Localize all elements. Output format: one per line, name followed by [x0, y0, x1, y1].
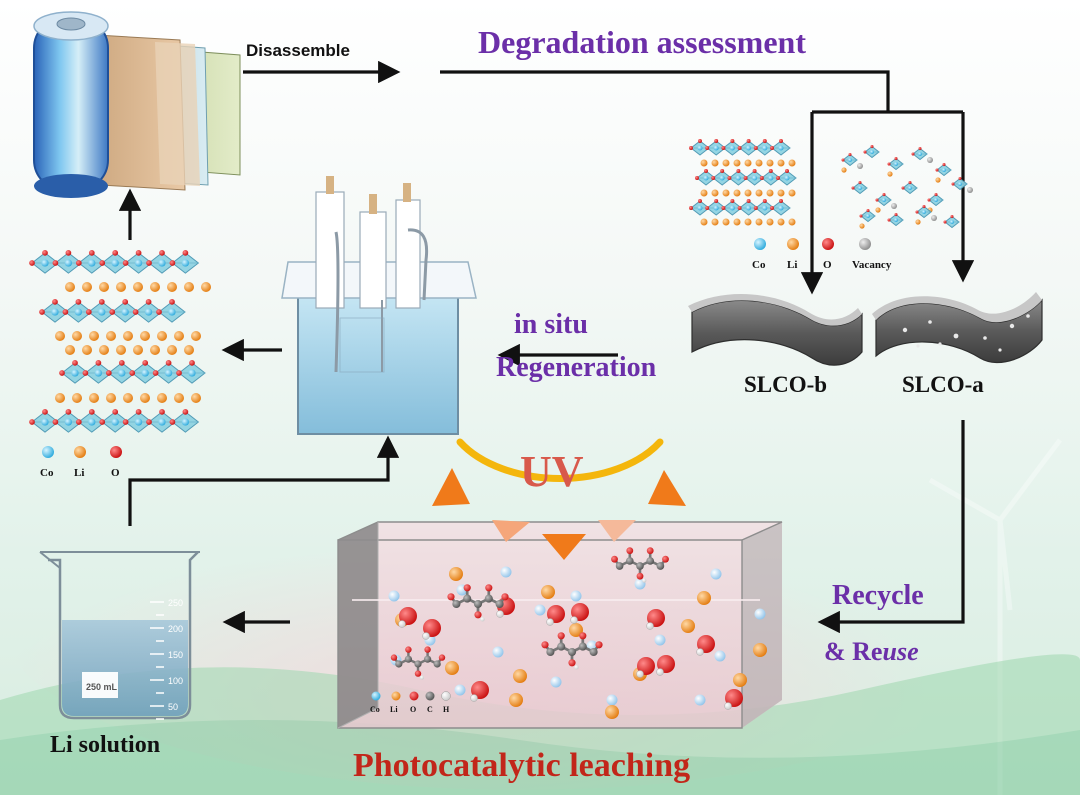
legend-li: Li — [74, 467, 84, 479]
uv-ray-icon — [432, 468, 470, 506]
legend-structure: Co Li O — [40, 446, 122, 479]
legend-leach-co: Co — [370, 705, 380, 714]
slco-a-sheet — [872, 292, 1043, 364]
degradation-title: Degradation assessment — [478, 24, 806, 60]
beaker-to-tank-arrow — [128, 435, 400, 526]
beaker-tick-label: 250 — [168, 598, 183, 608]
in-situ-label: in situ — [514, 309, 588, 340]
beaker-tick-label: 100 — [168, 676, 183, 686]
legend-degraded: Co Li O Vacancy — [752, 238, 892, 271]
uv-ray-icon — [492, 520, 530, 542]
legend-co: Co — [40, 467, 54, 479]
beaker-volume-label: 250 mL — [86, 682, 118, 692]
leaching-particles — [388, 547, 767, 719]
regeneration-tank — [281, 176, 477, 435]
beaker-ticks — [150, 601, 164, 720]
legend-deg-li: Li — [787, 259, 797, 271]
beaker-tick-label: 150 — [168, 650, 183, 660]
slco-b-sheet — [688, 294, 863, 366]
uv-source — [432, 438, 686, 560]
legend-leach-c: C — [427, 705, 433, 714]
legend-leaching: Co Li O C H — [370, 691, 451, 714]
degraded-structure-a — [841, 145, 973, 229]
uv-ray-icon — [598, 520, 636, 542]
legend-leach-o: O — [410, 705, 416, 714]
slco-a-label: SLCO-a — [902, 372, 984, 397]
photocatalytic-title: Photocatalytic leaching — [353, 747, 690, 784]
photocatalytic-tank — [337, 521, 783, 729]
li-solution-label: Li solution — [50, 732, 160, 758]
beaker: 250 200 150 100 50 — [39, 551, 200, 720]
flow-arrows — [118, 60, 975, 634]
regeneration-label: Regeneration — [496, 352, 657, 383]
legend-deg-o: O — [823, 259, 832, 271]
uv-label: UV — [520, 447, 584, 496]
reuse-label: & Reuse — [824, 637, 919, 666]
degradation-connector — [440, 70, 890, 112]
recycle-arrow — [817, 420, 965, 634]
uv-ray-icon — [648, 470, 686, 506]
beaker-tick-label: 200 — [168, 624, 183, 634]
regenerated-crystal-structure — [29, 250, 211, 433]
pristine-structure-b — [689, 139, 797, 226]
battery-cell — [33, 11, 241, 198]
reuse-prefix: & Re — [824, 637, 882, 666]
beaker-tick-label: 50 — [168, 702, 178, 712]
legend-leach-li: Li — [390, 705, 398, 714]
legend-deg-vacancy: Vacancy — [852, 259, 892, 271]
legend-deg-co: Co — [752, 259, 766, 271]
slco-b-label: SLCO-b — [744, 372, 827, 397]
uv-arc-icon — [456, 438, 664, 482]
legend-o: O — [111, 467, 120, 479]
legend-leach-h: H — [443, 705, 450, 714]
reuse-italic: use — [882, 637, 918, 666]
recycle-label: Recycle — [832, 580, 924, 611]
disassemble-label: Disassemble — [246, 41, 350, 60]
uv-ray-icon — [542, 534, 586, 560]
